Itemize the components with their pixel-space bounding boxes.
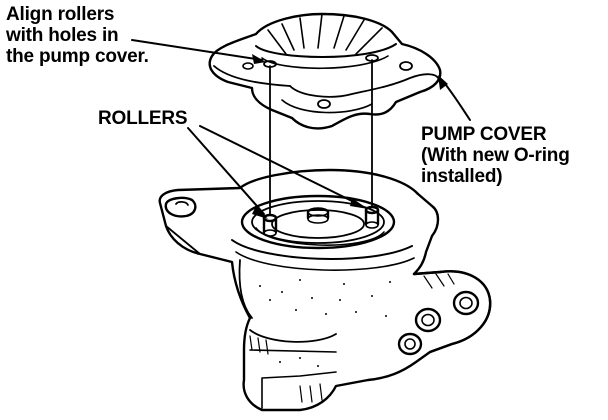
roller-right — [364, 205, 380, 229]
rollers — [262, 205, 380, 237]
leader-lines — [131, 39, 471, 219]
pump-cover — [208, 12, 442, 130]
pump-cover-line-3: installed) — [421, 166, 503, 187]
align-callout-line-1: Align rollers — [6, 4, 115, 25]
pump-rotor-bore — [240, 194, 396, 250]
align-callout-line-2: with holes in — [6, 25, 119, 46]
pump-cover-callout: PUMP COVER (With new O-ring installed) — [421, 124, 570, 187]
roller-left — [262, 213, 278, 237]
pump-cover-line-2: (With new O-ring — [421, 145, 570, 166]
pump-body — [158, 168, 492, 412]
rollers-label: ROLLERS — [98, 108, 188, 129]
pump-cover-line-1: PUMP COVER — [421, 124, 547, 145]
align-callout-line-3: the pump cover. — [6, 46, 149, 67]
alignment-lines — [269, 59, 373, 215]
outlet-port-boss — [397, 270, 492, 356]
align-rollers-callout: Align rollers with holes in the pump cov… — [6, 4, 149, 67]
rollers-callout: ROLLERS — [98, 108, 188, 129]
